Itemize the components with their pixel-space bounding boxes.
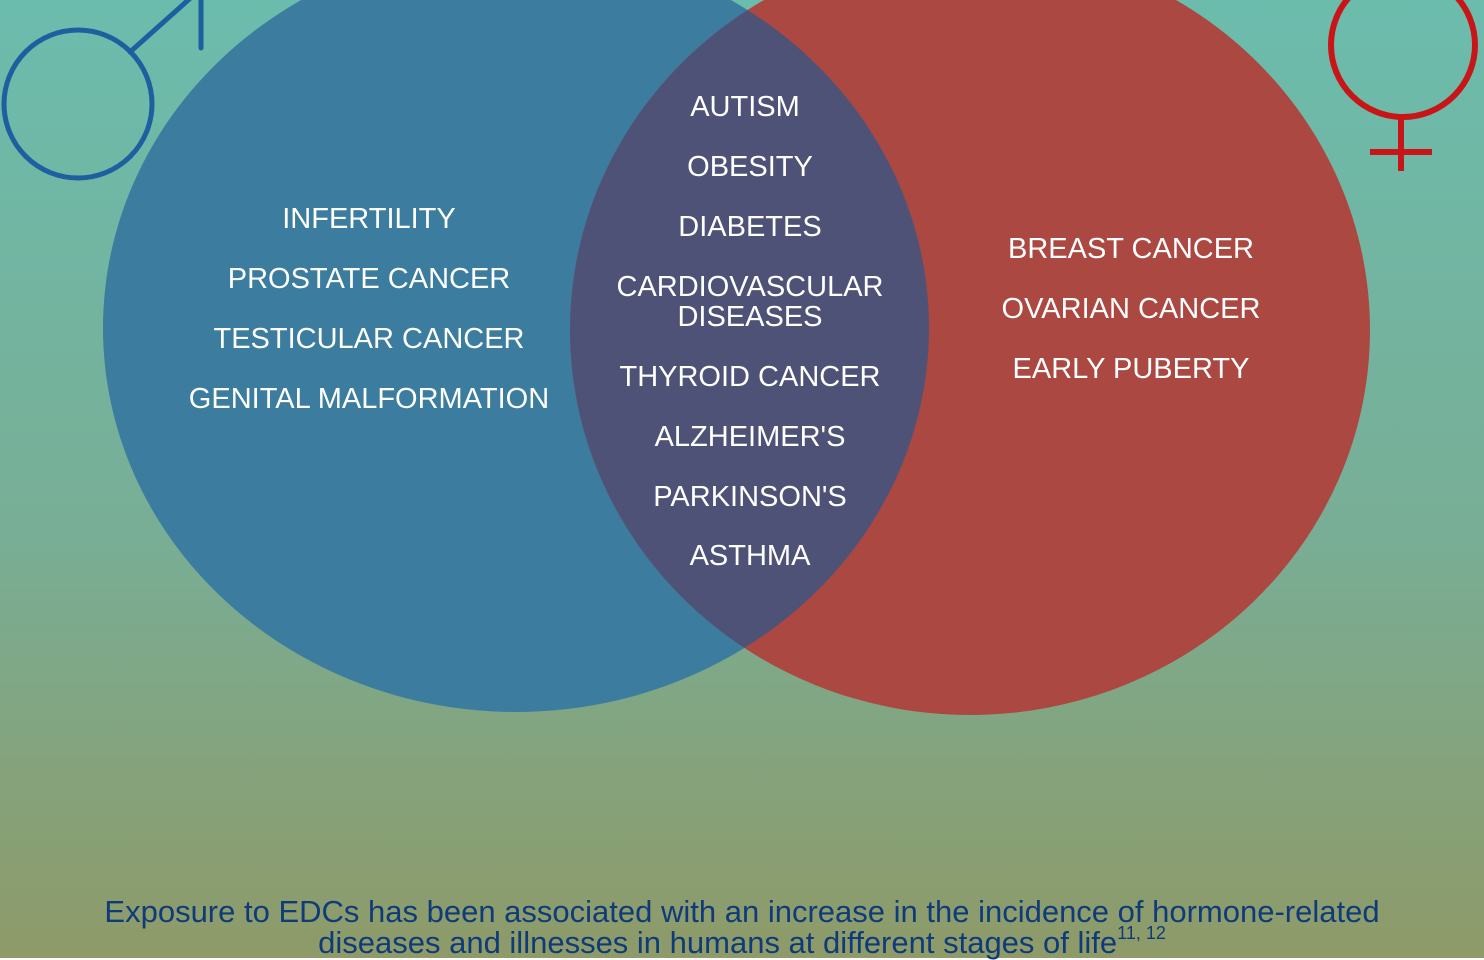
male-item: TESTICULAR CANCER	[214, 323, 525, 355]
shared-item: ASTHMA	[690, 540, 812, 572]
caption-references: 11, 12	[1117, 923, 1166, 943]
female-symbol-icon	[1328, 0, 1478, 171]
shared-item: ALZHEIMER'S	[655, 421, 846, 453]
female-items: BREAST CANCER OVARIAN CANCER EARLY PUBER…	[1002, 233, 1261, 385]
male-item: INFERTILITY	[282, 203, 456, 235]
male-item: PROSTATE CANCER	[228, 263, 511, 295]
shared-item: OBESITY	[687, 151, 813, 183]
caption: Exposure to EDCs has been associated wit…	[0, 896, 1484, 958]
male-symbol-icon	[1, 0, 204, 181]
shared-item: AUTISM	[690, 91, 800, 123]
shared-item: PARKINSON'S	[653, 481, 847, 513]
female-item: BREAST CANCER	[1008, 233, 1254, 265]
shared-item: DIABETES	[678, 211, 821, 243]
female-item: EARLY PUBERTY	[1013, 353, 1250, 385]
overlap-region	[570, 0, 929, 712]
shared-item: DISEASES	[677, 301, 822, 333]
male-items: INFERTILITY PROSTATE CANCER TESTICULAR C…	[189, 203, 549, 415]
male-item: GENITAL MALFORMATION	[189, 383, 549, 415]
caption-line-2: diseases and illnesses in humans at diff…	[0, 924, 1484, 960]
shared-item: CARDIOVASCULAR	[617, 271, 884, 303]
caption-line-1: Exposure to EDCs has been associated wit…	[104, 894, 1380, 929]
shared-item: THYROID CANCER	[619, 361, 880, 393]
female-item: OVARIAN CANCER	[1002, 293, 1261, 325]
shared-items: AUTISM OBESITY DIABETES CARDIOVASCULAR D…	[617, 91, 884, 572]
caption-line-2-text: diseases and illnesses in humans at diff…	[318, 925, 1118, 960]
